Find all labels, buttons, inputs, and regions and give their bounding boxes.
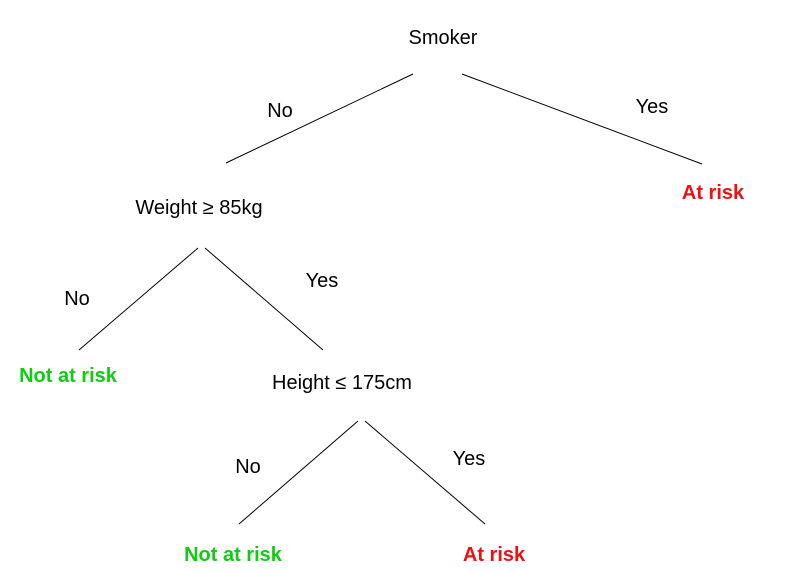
edge-weight-yes xyxy=(204,247,324,351)
edge-label-weight-no: No xyxy=(64,288,90,310)
edge-label-height-no: No xyxy=(235,456,261,478)
leaf-height-yes: At risk xyxy=(463,544,526,566)
edge-height-yes xyxy=(364,420,486,525)
edge-smoker-yes xyxy=(461,73,703,165)
node-weight: Weight ≥ 85kg xyxy=(135,197,262,219)
edge-label-smoker-yes: Yes xyxy=(636,96,669,118)
edge-height-no xyxy=(238,420,359,525)
edge-smoker-no xyxy=(225,73,414,164)
edge-label-height-yes: Yes xyxy=(453,448,486,470)
edge-label-smoker-no: No xyxy=(267,100,293,122)
leaf-height-no: Not at risk xyxy=(184,544,283,566)
edge-weight-no xyxy=(78,247,199,351)
leaf-weight-no: Not at risk xyxy=(19,365,118,387)
leaf-smoker-yes: At risk xyxy=(682,182,745,204)
edge-label-weight-yes: Yes xyxy=(306,270,339,292)
node-smoker: Smoker xyxy=(409,27,478,49)
node-height: Height ≤ 175cm xyxy=(272,372,412,394)
